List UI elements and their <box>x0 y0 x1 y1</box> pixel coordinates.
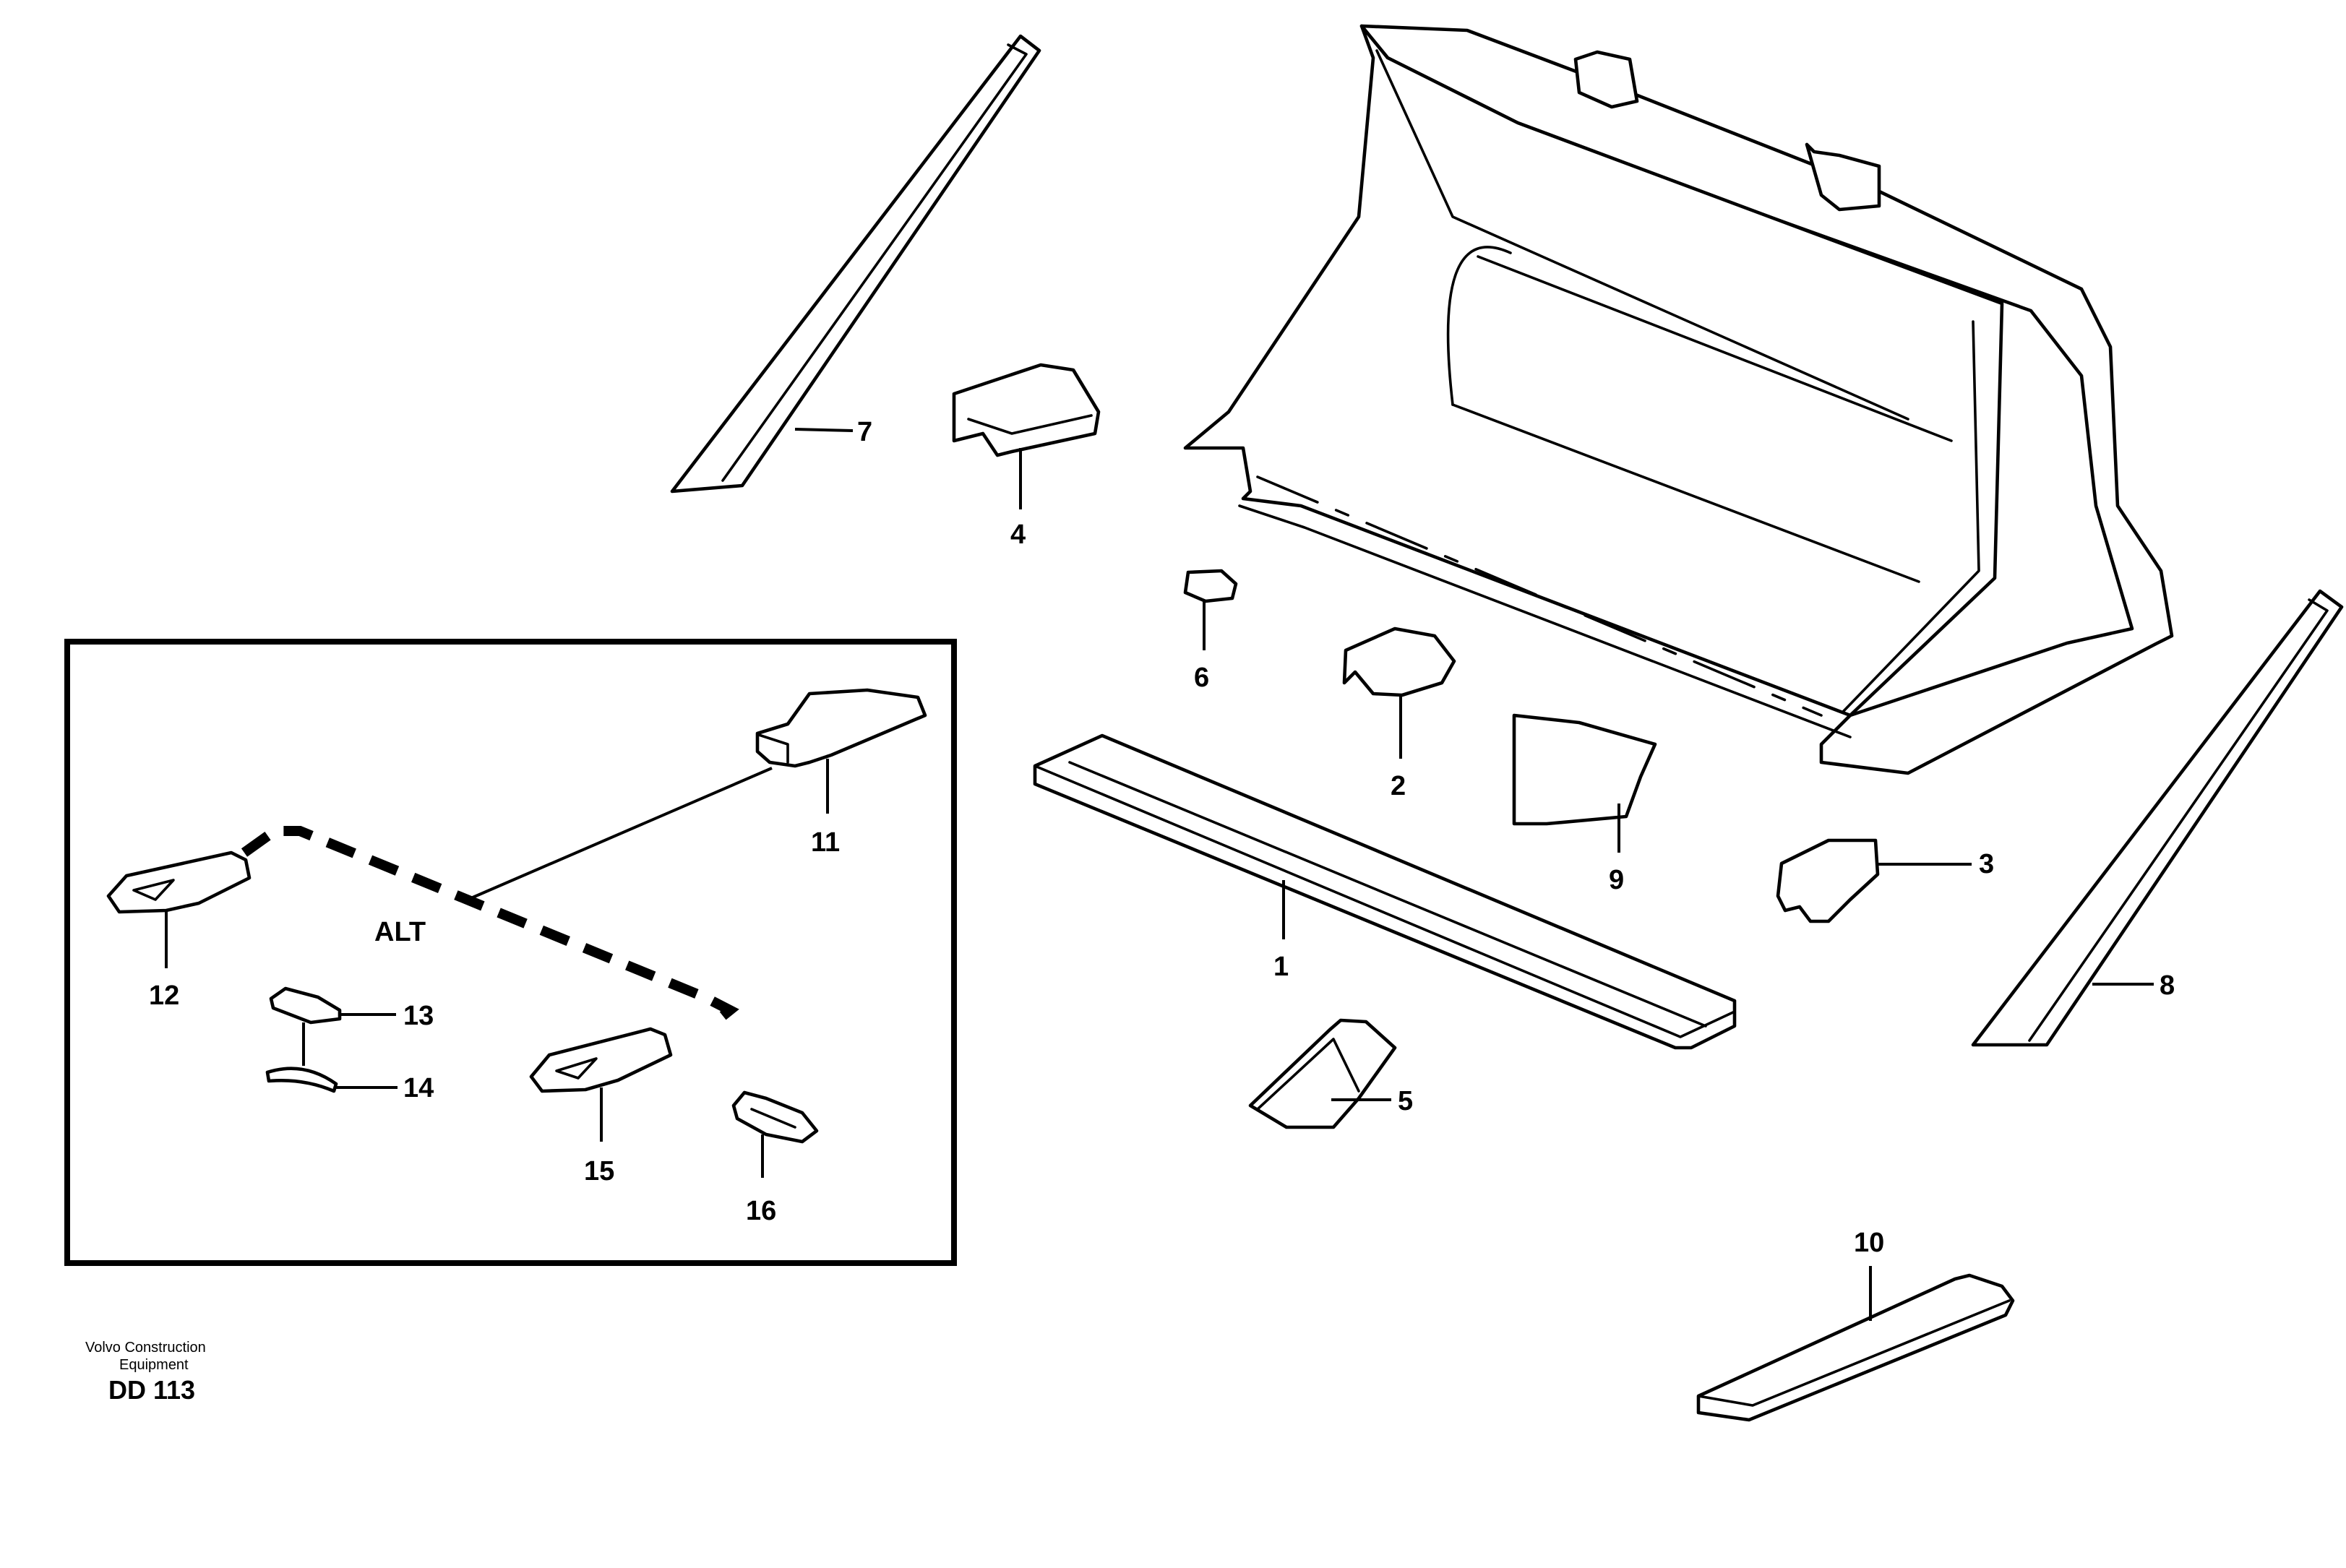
callout-12: 12 <box>149 981 179 1011</box>
part-10-edge-segment <box>1696 1273 2015 1422</box>
part-12-tooth <box>106 850 252 914</box>
callout-4: 4 <box>1010 520 1026 550</box>
callout-7: 7 <box>857 417 872 447</box>
part-5-tooth <box>1248 1018 1397 1129</box>
part-15-tooth <box>529 1027 673 1093</box>
part-2-segment <box>1342 626 1456 697</box>
callout-3: 3 <box>1979 849 1994 879</box>
part-8-side-cutting-edge <box>1971 589 2344 1047</box>
callout-11: 11 <box>811 827 840 858</box>
callout-15: 15 <box>584 1156 614 1186</box>
part-13-lock <box>269 986 342 1025</box>
footer-manufacturer-line1: Volvo Construction <box>85 1340 206 1356</box>
inset-alt-label: ALT <box>374 917 426 947</box>
part-16-retainer <box>731 1090 819 1144</box>
callout-8: 8 <box>2160 970 2175 1001</box>
bucket-body <box>1183 24 2174 775</box>
callout-1: 1 <box>1273 952 1289 982</box>
callout-6: 6 <box>1194 663 1209 693</box>
inset-connector-11 <box>462 767 773 903</box>
part-14-washer <box>265 1067 338 1093</box>
leader-7 <box>794 428 854 432</box>
callout-9: 9 <box>1609 865 1624 895</box>
callout-13: 13 <box>403 1001 434 1031</box>
footer-manufacturer-line2: Equipment <box>119 1357 189 1373</box>
part-4-segment <box>952 363 1101 457</box>
part-9-wear-plate <box>1512 713 1657 826</box>
callout-10: 10 <box>1854 1228 1884 1258</box>
callout-5: 5 <box>1398 1086 1413 1116</box>
inset-alternative-frame <box>64 639 957 1266</box>
inset-dashed-connector <box>241 826 739 1023</box>
part-6-retainer <box>1183 569 1238 603</box>
callout-2: 2 <box>1391 771 1406 801</box>
footer-drawing-code: DD 113 <box>108 1375 195 1405</box>
part-7-side-cutting-edge <box>670 34 1041 494</box>
part-3-segment <box>1776 838 1880 923</box>
callout-14: 14 <box>403 1073 434 1103</box>
callout-16: 16 <box>746 1196 776 1226</box>
part-11-adapter <box>755 688 927 768</box>
part-1-cutting-edge <box>1033 733 1737 1050</box>
